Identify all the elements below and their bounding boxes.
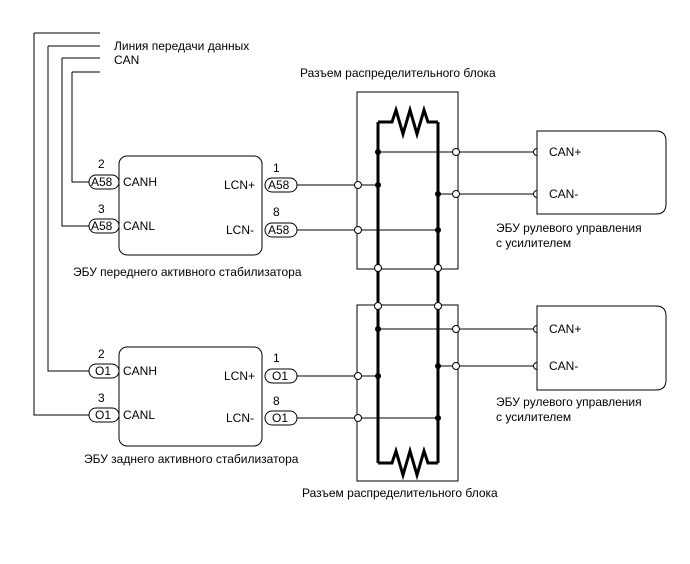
eps-ecu-top: CAN+ CAN-	[536, 130, 667, 215]
eps-bottom-name-line2: с усилителем	[496, 410, 571, 424]
feed-wires	[33, 33, 89, 416]
connector-terminals	[354, 148, 541, 422]
front-lcnp-pin: 1	[273, 161, 280, 175]
junction-dots	[375, 149, 441, 421]
front-canh-connector: A58	[91, 175, 113, 189]
eps-top-name-line2: с усилителем	[496, 236, 571, 250]
eps-ecu-bottom: CAN+ CAN-	[536, 305, 667, 391]
rear-canl-pin: 3	[98, 391, 105, 405]
eps-top-canm-label: CAN-	[549, 187, 578, 201]
rear-canl-label: CANL	[123, 408, 155, 422]
rear-ecu-name: ЭБУ заднего активного стабилизатора	[84, 452, 299, 466]
rear-lcnm-connector: O1	[272, 411, 288, 425]
front-canl-pin: 3	[98, 202, 105, 216]
rear-canh-label: CANH	[123, 364, 157, 378]
legend-line2: CAN	[114, 53, 139, 67]
eps-top-canp-label: CAN+	[549, 145, 581, 159]
rear-canl-connector: O1	[95, 408, 111, 422]
branch-wires	[297, 151, 537, 419]
front-ecu: CANH CANL LCN+ LCN- A58 2 A58 3 A58 1 A5…	[88, 155, 298, 256]
front-lcnm-connector: A58	[268, 223, 290, 237]
can-bus-loop	[376, 104, 440, 481]
front-canl-connector: A58	[91, 219, 113, 233]
front-canl-label: CANL	[123, 219, 155, 233]
front-lcnm-pin: 8	[273, 205, 280, 219]
front-lcnm-label: LCN-	[226, 223, 254, 237]
legend-bracket	[34, 32, 100, 73]
rear-lcnm-label: LCN-	[226, 411, 254, 425]
junction-box-top	[356, 91, 459, 270]
junction-bottom-label: Разъем распределительного блока	[302, 486, 498, 500]
eps-top-name-line1: ЭБУ рулевого управления	[496, 221, 642, 235]
eps-bottom-canm-label: CAN-	[549, 359, 578, 373]
eps-bottom-canp-label: CAN+	[549, 322, 581, 336]
rear-canh-pin: 2	[98, 347, 105, 361]
junction-top-label: Разъем распределительного блока	[300, 66, 496, 80]
rear-lcnp-connector: O1	[272, 369, 288, 383]
junction-box-bottom	[356, 304, 459, 482]
rear-canh-connector: O1	[95, 364, 111, 378]
rear-lcnm-pin: 8	[273, 394, 280, 408]
rear-ecu: CANH CANL LCN+ LCN- O1 2 O1 3 O1 1 O1 8	[88, 346, 298, 447]
front-lcnp-label: LCN+	[224, 178, 255, 192]
eps-bottom-name-line1: ЭБУ рулевого управления	[496, 395, 642, 409]
front-lcnp-connector: A58	[268, 178, 290, 192]
legend-line1: Линия передачи данных	[114, 39, 249, 53]
front-canh-pin: 2	[98, 157, 105, 171]
front-canh-label: CANH	[123, 175, 157, 189]
rear-lcnp-label: LCN+	[224, 369, 255, 383]
front-ecu-name: ЭБУ переднего активного стабилизатора	[73, 265, 302, 279]
rear-lcnp-pin: 1	[273, 351, 280, 365]
